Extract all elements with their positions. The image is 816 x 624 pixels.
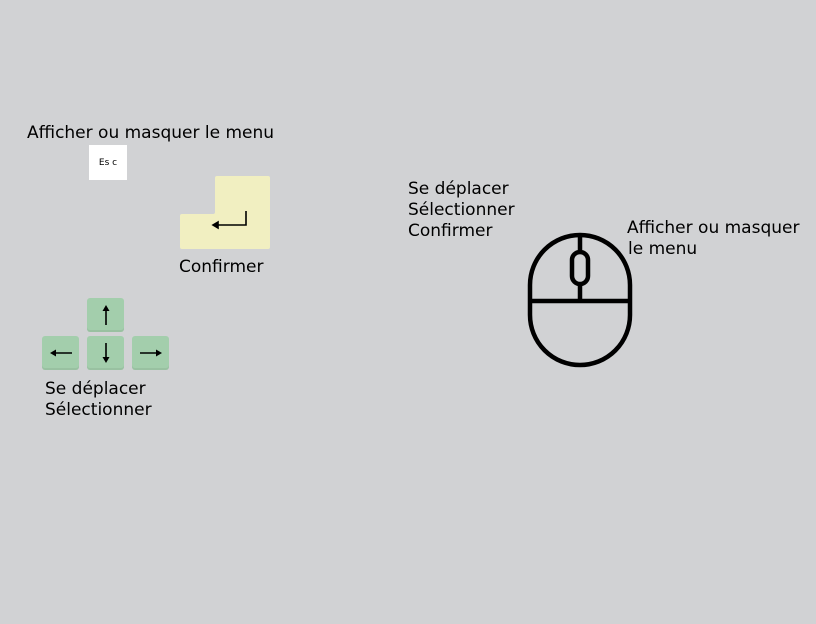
mouse-left-action-label-3: Confirmer	[408, 221, 493, 241]
mouse-left-action-label-2: Sélectionner	[408, 200, 515, 220]
mouse-right-action-label-2: le menu	[628, 239, 698, 259]
arrow-up-icon	[102, 305, 109, 325]
enter-action-label: Confirmer	[179, 257, 264, 277]
mouse-right-action-label-1: Afficher ou masquer	[627, 218, 800, 238]
arrow-left-icon	[49, 349, 72, 357]
arrows-action-label-2: Sélectionner	[45, 400, 152, 420]
arrow-up-key	[87, 298, 124, 332]
arrow-down-icon	[102, 343, 109, 363]
arrow-left-key	[42, 336, 79, 370]
arrow-down-key	[87, 336, 124, 370]
arrows-action-label-1: Se déplacer	[45, 379, 146, 399]
mouse-left-action-label-1: Se déplacer	[408, 179, 509, 199]
enter-arrow-icon	[211, 211, 247, 230]
arrow-right-key	[132, 336, 169, 370]
mouse-icon	[527, 232, 633, 368]
esc-action-label: Afficher ou masquer le menu	[27, 123, 275, 143]
enter-key	[180, 176, 270, 249]
esc-key-label: Es c	[98, 157, 118, 168]
arrow-right-icon	[139, 349, 162, 357]
esc-key: Es c	[89, 145, 127, 180]
